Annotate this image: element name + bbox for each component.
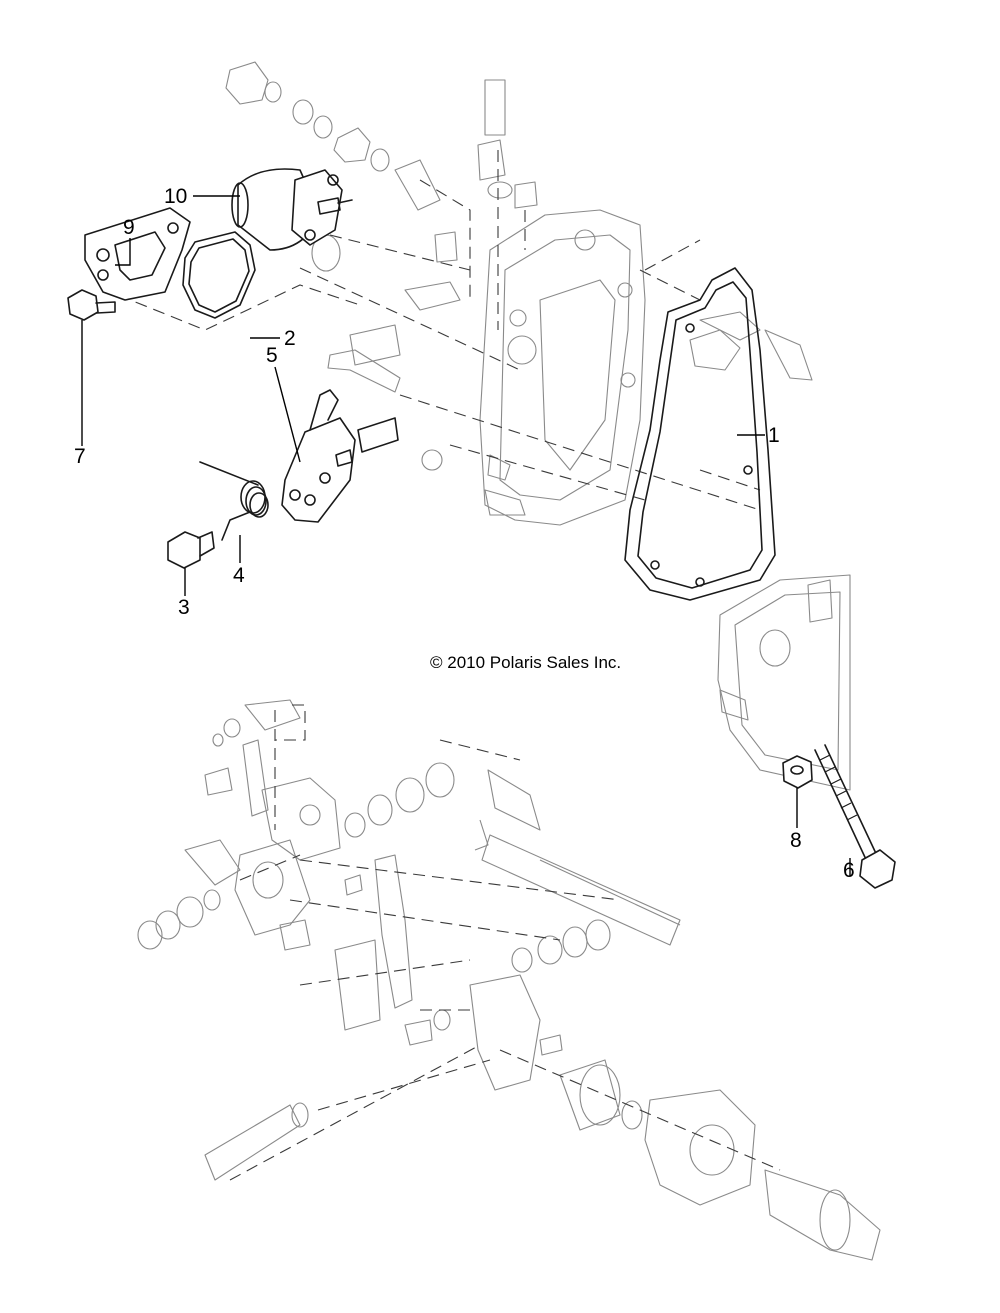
nut-part-8 xyxy=(782,755,813,789)
callout-7: 7 xyxy=(74,445,86,468)
spring-part-4 xyxy=(199,461,269,541)
cover-plate-part-9 xyxy=(84,207,191,301)
callout-6: 6 xyxy=(843,859,855,882)
assembly-lines-lower xyxy=(229,704,781,1181)
copyright-notice: © 2010 Polaris Sales Inc. xyxy=(430,653,621,672)
plug-part-3 xyxy=(167,531,215,569)
callout-4: 4 xyxy=(233,564,245,587)
callout-9: 9 xyxy=(123,216,135,239)
callout-10: 10 xyxy=(164,185,187,208)
bolt-part-7 xyxy=(67,289,116,321)
callout-8: 8 xyxy=(790,829,802,852)
callout-5: 5 xyxy=(266,344,278,367)
ghost-upper-housing xyxy=(479,209,646,526)
leader-lines xyxy=(81,195,851,876)
callout-1: 1 xyxy=(768,424,780,447)
gasket-part-1 xyxy=(624,267,776,601)
callout-2: 2 xyxy=(284,327,296,350)
ghost-lower-assembly xyxy=(137,699,881,1261)
long-bolt-part-6 xyxy=(814,744,896,889)
ghost-upper-fittings xyxy=(225,61,813,471)
callout-3: 3 xyxy=(178,596,190,619)
solenoid-part-10 xyxy=(231,168,353,251)
assembly-lines-upper xyxy=(87,150,761,511)
callout-labels: 1 2 3 4 5 6 7 8 9 10 xyxy=(74,185,855,882)
seal-ring-part-2 xyxy=(182,231,256,319)
lever-bracket-part-5 xyxy=(281,389,399,523)
